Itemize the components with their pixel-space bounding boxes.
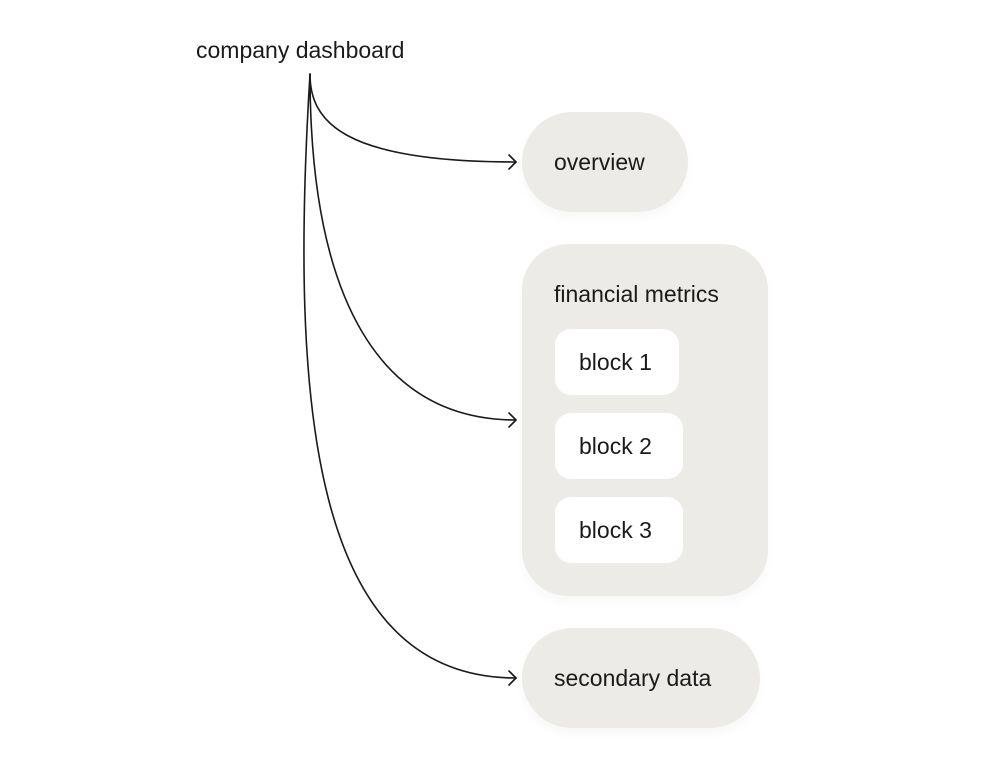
arrowhead-secondary-data xyxy=(508,670,517,686)
arrowhead-financial-metrics xyxy=(508,412,517,428)
connector-overview xyxy=(309,73,517,163)
block-3: block 3 xyxy=(555,497,683,563)
block-1: block 1 xyxy=(555,329,679,395)
node-secondary-data-label: secondary data xyxy=(554,665,712,691)
root-node-label: company dashboard xyxy=(196,37,405,63)
block-1-label: block 1 xyxy=(579,349,652,375)
connector-financial-metrics xyxy=(309,73,517,421)
block-3-label: block 3 xyxy=(579,517,652,543)
block-2: block 2 xyxy=(555,413,683,479)
connector-secondary-data xyxy=(303,73,517,679)
node-financial-metrics: financial metrics block 1 block 2 block … xyxy=(522,244,768,596)
block-2-label: block 2 xyxy=(579,433,652,459)
node-financial-metrics-label: financial metrics xyxy=(554,281,719,307)
node-secondary-data: secondary data xyxy=(522,628,760,728)
node-overview: overview xyxy=(522,112,688,212)
arrowhead-overview xyxy=(508,154,517,170)
node-overview-label: overview xyxy=(554,149,645,175)
